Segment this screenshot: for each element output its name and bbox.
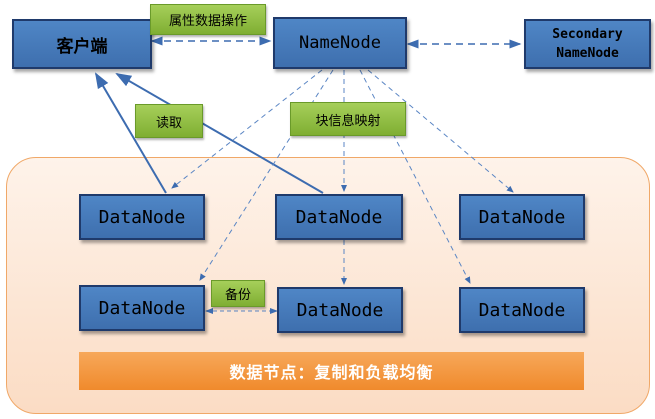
backup-label: 备份 (224, 288, 251, 303)
read-tag: 读取 (135, 104, 203, 138)
backup-tag: 备份 (211, 280, 265, 307)
datanode-box: DataNode (79, 285, 205, 331)
datanode-box: DataNode (277, 287, 403, 333)
datanode-label: DataNode (295, 206, 383, 228)
datanode-label: DataNode (98, 297, 186, 319)
secondary-label-line1: Secondary (552, 27, 623, 42)
namenode-label: NameNode (299, 33, 381, 53)
datanode-label: DataNode (478, 299, 566, 321)
client-box: 客户端 (12, 19, 152, 69)
footer-banner: 数据节点：复制和负载均衡 (79, 352, 584, 390)
secondary-label-line2: NameNode (556, 46, 619, 61)
namenode-box: NameNode (273, 17, 407, 69)
datanode-box: DataNode (459, 194, 585, 240)
datanode-label: DataNode (296, 299, 384, 321)
datanode-box: DataNode (79, 194, 205, 240)
secondary-namenode-box: Secondary NameNode (524, 19, 651, 69)
datanode-box: DataNode (275, 194, 403, 240)
footer-label: 数据节点：复制和负载均衡 (229, 363, 434, 382)
datanode-label: DataNode (478, 206, 566, 228)
read-label: 读取 (155, 115, 182, 131)
metadata-ops-tag: 属性数据操作 (150, 4, 266, 35)
client-label: 客户端 (56, 36, 108, 57)
block-mapping-tag: 块信息映射 (290, 102, 406, 136)
block-mapping-label: 块信息映射 (315, 113, 381, 129)
datanode-box: DataNode (459, 287, 585, 333)
metadata-ops-label: 属性数据操作 (168, 14, 247, 29)
datanode-label: DataNode (98, 206, 186, 228)
